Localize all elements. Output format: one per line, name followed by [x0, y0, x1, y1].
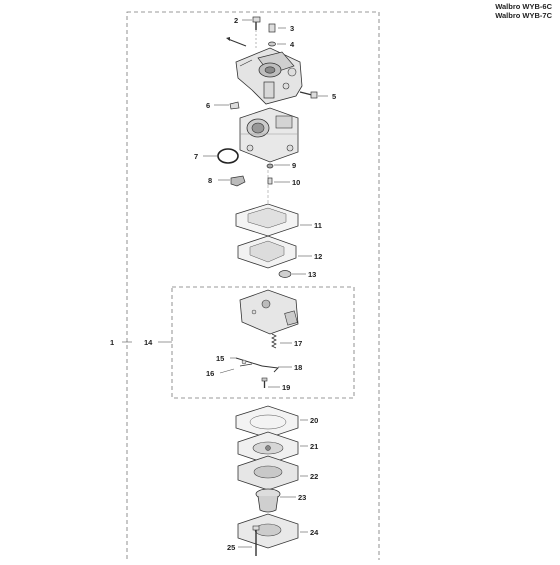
- metering-body: [239, 289, 299, 335]
- part-gasket-20: [235, 405, 299, 439]
- callout-23: 23: [298, 493, 306, 502]
- part-washer-9: [266, 163, 274, 169]
- part-screw-10: [267, 177, 273, 185]
- callout-14: 14: [144, 338, 153, 347]
- part-plate-24: [237, 513, 299, 549]
- callout-17: 17: [294, 339, 302, 348]
- part-clip-6: [229, 101, 240, 110]
- callout-6: 6: [206, 101, 210, 110]
- callout-15: 15: [216, 354, 224, 363]
- part-cover-22: [237, 455, 299, 491]
- part-screw-25: [252, 525, 260, 556]
- callout-16: 16: [206, 369, 214, 378]
- part-screen-13: [278, 270, 292, 278]
- part-gasket-12: [237, 235, 297, 269]
- callout-8: 8: [208, 176, 212, 185]
- callout-13: 13: [308, 270, 316, 279]
- callout-10: 10: [292, 178, 300, 187]
- leader-lines: [122, 19, 328, 548]
- callout-18: 18: [294, 363, 302, 372]
- part-throttle-screw: [226, 37, 247, 47]
- part-diaphragm-21: [237, 431, 299, 465]
- subassembly-frame: [171, 286, 355, 399]
- callout-25: 25: [227, 543, 235, 552]
- callout-9: 9: [292, 161, 296, 170]
- callout-5: 5: [332, 92, 336, 101]
- callout-11: 11: [314, 221, 322, 230]
- model-label-2: Walbro WYB-7C: [495, 11, 552, 20]
- part-screw-19: [261, 377, 268, 388]
- carburetor-upper-body: [235, 47, 303, 105]
- model-label-1: Walbro WYB-6C: [495, 2, 552, 11]
- callout-3: 3: [290, 24, 294, 33]
- callout-24: 24: [310, 528, 319, 537]
- part-primer-bulb-23: [255, 488, 281, 513]
- part-screw-2: [252, 16, 261, 48]
- part-3: [268, 23, 276, 33]
- part-o-ring-7: [217, 148, 239, 164]
- callout-7: 7: [194, 152, 198, 161]
- callout-2: 2: [234, 16, 238, 25]
- part-needle-lever-15-16: [235, 357, 263, 367]
- part-gasket-11: [235, 203, 299, 237]
- part-lever-18: [261, 365, 279, 373]
- part-spring-17: [271, 333, 277, 349]
- callout-21: 21: [310, 442, 318, 451]
- callout-19: 19: [282, 383, 290, 392]
- callout-12: 12: [314, 252, 322, 261]
- carburetor-main-body: [239, 107, 299, 163]
- callout-1: 1: [110, 338, 114, 347]
- callout-4: 4: [290, 40, 295, 49]
- part-plug-8: [230, 175, 246, 187]
- callout-20: 20: [310, 416, 318, 425]
- part-washer-4: [268, 41, 276, 47]
- part-screw-5: [299, 91, 318, 99]
- callout-22: 22: [310, 472, 318, 481]
